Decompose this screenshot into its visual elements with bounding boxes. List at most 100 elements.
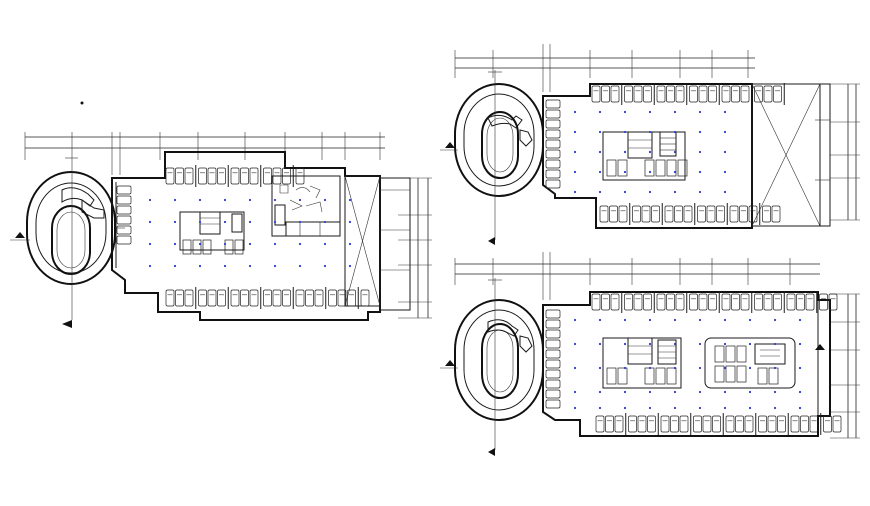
- column-marker: [648, 170, 652, 174]
- column-marker: [673, 110, 677, 114]
- parking-stall: [832, 415, 842, 433]
- column-marker: [348, 264, 352, 268]
- parking-stall: [545, 339, 561, 349]
- column-marker: [648, 130, 652, 134]
- parking-stall: [689, 293, 698, 311]
- column-marker: [348, 198, 352, 202]
- column-marker: [298, 242, 302, 246]
- parking-stall: [698, 85, 708, 103]
- column-marker: [698, 190, 702, 194]
- column-marker: [623, 110, 627, 114]
- column-marker: [598, 110, 602, 114]
- parking-stall: [819, 293, 828, 311]
- column-marker: [623, 190, 627, 194]
- parking-stall: [716, 205, 725, 223]
- parking-stall: [712, 415, 721, 433]
- column-marker: [623, 130, 627, 134]
- column-marker: [723, 406, 727, 410]
- column-marker: [673, 150, 677, 154]
- column-marker: [223, 220, 227, 224]
- parking-stall: [184, 289, 194, 307]
- plan-top-right-axis-markers: [440, 70, 502, 245]
- column-marker: [773, 390, 777, 394]
- column-marker: [673, 318, 677, 322]
- plan-top-right-top-dimension: [454, 44, 755, 92]
- parking-stall: [184, 167, 194, 185]
- parking-stall: [633, 85, 643, 103]
- parking-stall: [748, 205, 758, 223]
- column-marker: [723, 342, 727, 346]
- parking-stall: [786, 293, 796, 311]
- plan-bottom-right-column-grid: [573, 318, 802, 410]
- parking-stall: [337, 289, 347, 307]
- parking-stall: [647, 415, 656, 433]
- parking-stall: [605, 415, 614, 433]
- column-marker: [698, 342, 702, 346]
- parking-stall: [198, 289, 207, 307]
- parking-stall: [698, 293, 708, 311]
- column-marker: [573, 150, 577, 154]
- column-marker: [673, 170, 677, 174]
- parking-stall: [198, 167, 207, 185]
- parking-stall: [651, 205, 660, 223]
- parking-stall: [230, 167, 240, 185]
- parking-stall: [295, 289, 305, 307]
- parking-stall: [731, 85, 740, 103]
- parking-stall: [601, 293, 610, 311]
- column-marker: [248, 198, 252, 202]
- parking-stall: [674, 205, 683, 223]
- parking-stall: [762, 205, 771, 223]
- plan-bottom-right: [440, 252, 860, 456]
- parking-stall: [614, 415, 624, 433]
- parking-stall: [610, 85, 620, 103]
- plan-bottom-right-ramp: [454, 299, 544, 421]
- column-marker: [573, 366, 577, 370]
- column-marker: [173, 198, 177, 202]
- column-marker: [723, 190, 727, 194]
- parking-stall: [823, 415, 832, 433]
- parking-stall: [545, 389, 561, 399]
- plan-top-right-outline: [542, 83, 831, 229]
- column-marker: [173, 242, 177, 246]
- column-marker: [273, 220, 277, 224]
- column-marker: [723, 390, 727, 394]
- column-marker: [673, 130, 677, 134]
- plan-left-column-grid: [148, 198, 352, 268]
- parking-stall: [643, 293, 652, 311]
- parking-stall: [545, 309, 561, 319]
- column-marker: [773, 406, 777, 410]
- column-marker: [648, 342, 652, 346]
- column-marker: [323, 264, 327, 268]
- parking-stall: [771, 205, 781, 223]
- parking-stall: [739, 205, 748, 223]
- parking-stall: [624, 85, 633, 103]
- column-marker: [598, 366, 602, 370]
- plan-bottom-right-parking-row-bottom: [595, 413, 842, 435]
- parking-stall: [773, 85, 782, 103]
- plan-left-right-dimension: [398, 177, 432, 319]
- parking-stall: [545, 179, 561, 189]
- column-marker: [598, 130, 602, 134]
- column-marker: [148, 198, 152, 202]
- parking-stall: [632, 205, 641, 223]
- parking-stall: [207, 289, 217, 307]
- plan-bottom-right-top-dimension: [454, 252, 820, 300]
- parking-stall: [706, 205, 716, 223]
- parking-stall: [314, 289, 324, 307]
- column-marker: [623, 170, 627, 174]
- parking-stall: [641, 205, 651, 223]
- column-marker: [723, 170, 727, 174]
- parking-stall: [624, 293, 633, 311]
- column-marker: [148, 220, 152, 224]
- column-marker: [648, 110, 652, 114]
- parking-stall: [545, 129, 561, 139]
- column-marker: [623, 150, 627, 154]
- parking-stall: [683, 205, 693, 223]
- column-marker: [198, 242, 202, 246]
- parking-stall: [800, 415, 809, 433]
- column-marker: [698, 318, 702, 322]
- column-marker: [623, 390, 627, 394]
- column-marker: [598, 390, 602, 394]
